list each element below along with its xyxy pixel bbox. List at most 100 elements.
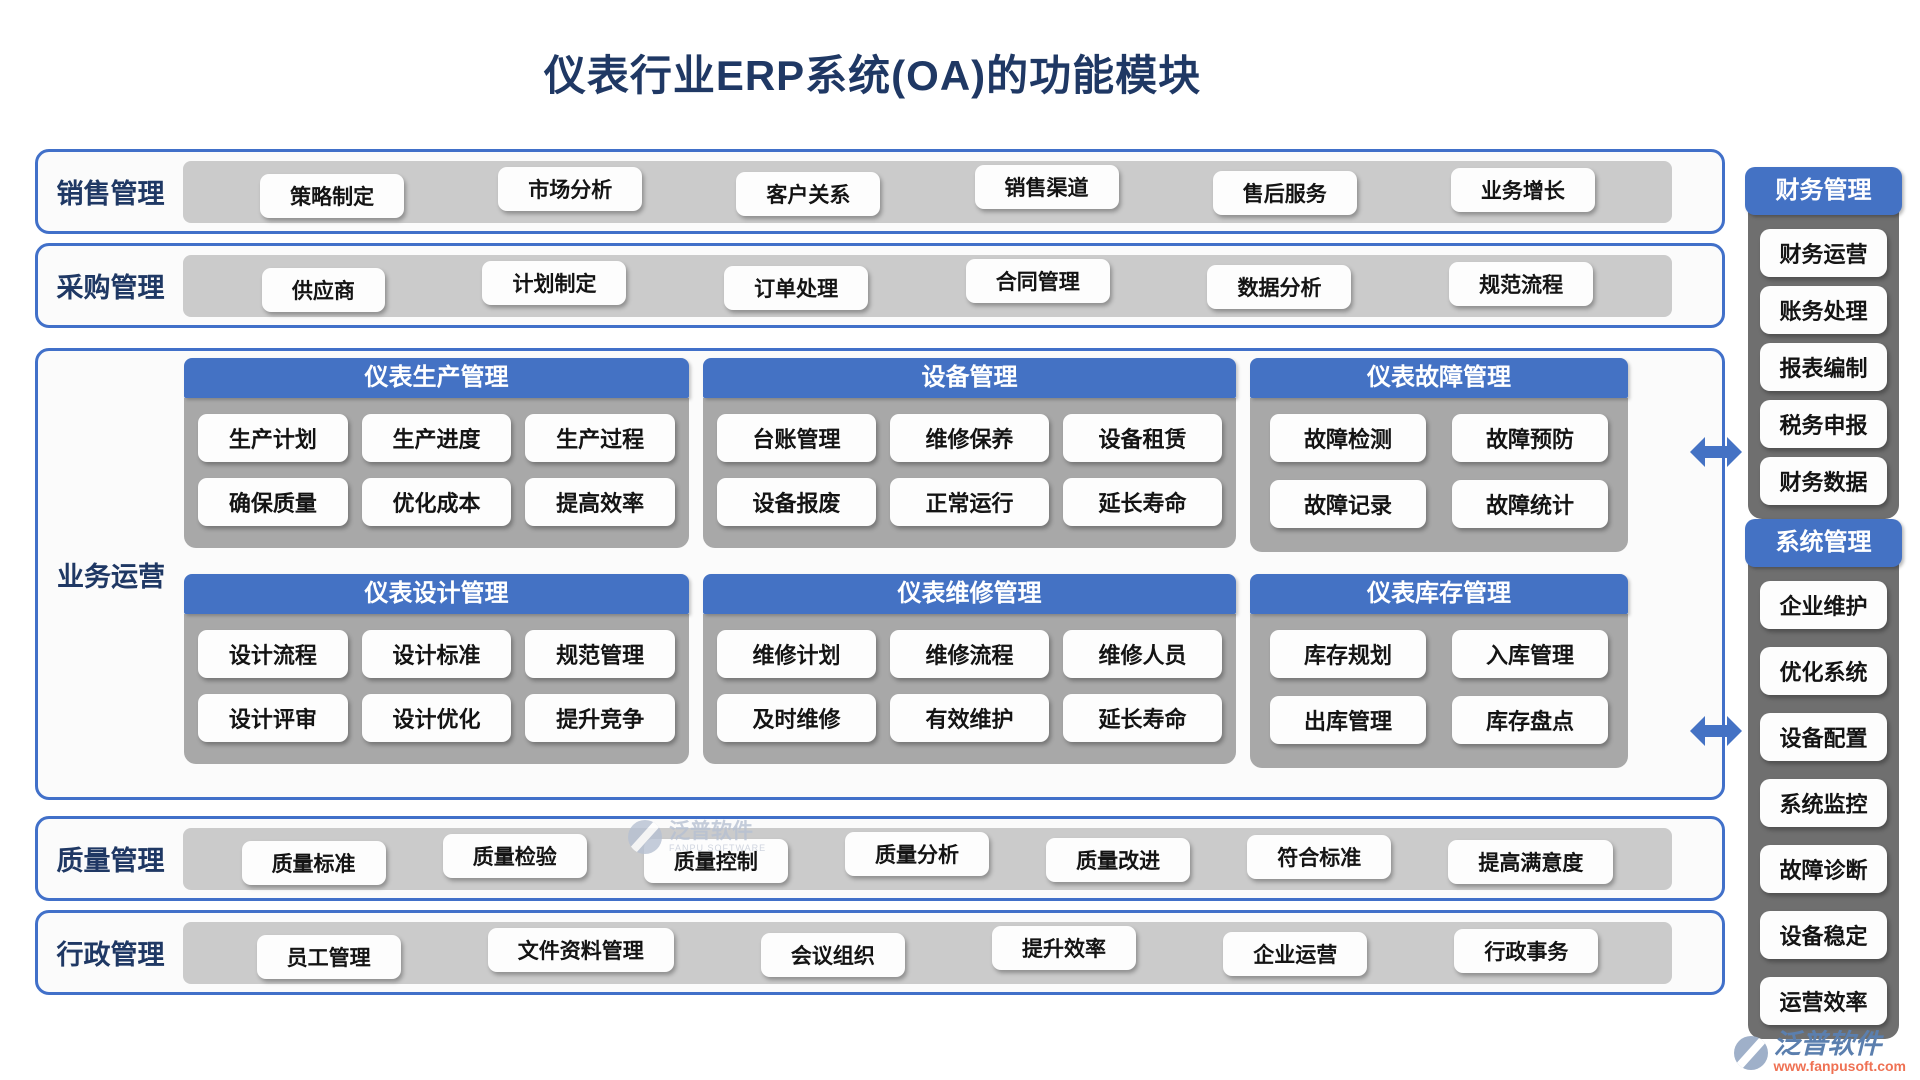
module-header: 仪表库存管理	[1250, 574, 1628, 614]
module-item: 提升效率	[992, 925, 1137, 970]
equipment-management-module: 设备管理 台账管理维修保养设备租赁设备报废正常运行延长寿命	[703, 358, 1236, 552]
module-item: 设备报废	[717, 478, 876, 526]
module-item: 运营效率	[1760, 977, 1887, 1025]
module-item: 设计流程	[198, 630, 348, 678]
module-item: 生产过程	[525, 414, 675, 462]
module-item: 供应商	[261, 267, 385, 312]
module-header: 仪表生产管理	[184, 358, 689, 398]
module-item: 提升竞争	[525, 694, 675, 742]
system-management-panel: 系统管理 企业维护优化系统设备配置系统监控故障诊断设备稳定运营效率	[1745, 519, 1902, 1039]
module-item: 行政事务	[1454, 928, 1599, 973]
module-item: 会议组织	[760, 932, 905, 977]
brand-name: 泛普软件	[1773, 1029, 1882, 1059]
module-item: 生产计划	[198, 414, 348, 462]
module-item: 质量分析	[844, 831, 989, 876]
admin-management-label: 行政管理	[56, 940, 165, 970]
module-item: 维修流程	[890, 630, 1049, 678]
module-item: 计划制定	[482, 260, 627, 305]
module-item: 延长寿命	[1063, 478, 1222, 526]
panel-body: 财务运营账务处理报表编制税务申报财务数据	[1748, 207, 1899, 519]
procurement-items-strip: 供应商计划制定订单处理合同管理数据分析规范流程	[183, 254, 1672, 317]
module-item: 订单处理	[724, 265, 869, 310]
module-item: 及时维修	[717, 694, 876, 742]
module-item: 维修计划	[717, 630, 876, 678]
brand-footer: 泛普软件 www.fanpusoft.com	[1733, 1029, 1906, 1074]
module-item: 故障预防	[1452, 414, 1608, 462]
module-item: 库存盘点	[1452, 696, 1608, 744]
production-management-module: 仪表生产管理 生产计划生产进度生产过程确保质量优化成本提高效率	[184, 358, 689, 552]
admin-items-strip: 员工管理文件资料管理会议组织提升效率企业运营行政事务	[183, 921, 1672, 984]
module-item: 销售渠道	[974, 164, 1119, 209]
module-item: 税务申报	[1760, 400, 1887, 448]
panel-header: 财务管理	[1745, 167, 1902, 215]
module-item: 出库管理	[1270, 696, 1426, 744]
module-item: 生产进度	[361, 414, 512, 462]
module-item: 故障诊断	[1760, 845, 1887, 893]
module-body: 故障检测故障预防故障记录故障统计	[1250, 398, 1628, 552]
module-item: 提高满意度	[1448, 839, 1614, 884]
double-arrow-icon	[1690, 716, 1742, 746]
module-item: 企业维护	[1760, 581, 1887, 629]
module-item: 延长寿命	[1063, 694, 1222, 742]
quality-management-row: 质量管理 质量标准质量检验质量控制质量分析质量改进符合标准提高满意度	[35, 816, 1725, 901]
sales-management-label: 销售管理	[56, 179, 165, 209]
module-item: 库存规划	[1270, 630, 1426, 678]
module-item: 规范流程	[1449, 261, 1594, 306]
module-item: 优化成本	[361, 478, 512, 526]
module-item: 文件资料管理	[487, 927, 674, 972]
module-item: 故障检测	[1270, 414, 1426, 462]
repair-management-module: 仪表维修管理 维修计划维修流程维修人员及时维修有效维护延长寿命	[703, 574, 1236, 768]
panel-header: 系统管理	[1745, 519, 1902, 567]
module-header: 仪表维修管理	[703, 574, 1236, 614]
module-item: 业务增长	[1450, 167, 1595, 212]
module-header: 设备管理	[703, 358, 1236, 398]
module-body: 台账管理维修保养设备租赁设备报废正常运行延长寿命	[703, 398, 1236, 548]
module-item: 优化系统	[1760, 647, 1887, 695]
business-operations-label: 业务运营	[57, 561, 165, 592]
module-item: 账务处理	[1760, 286, 1887, 334]
admin-management-row: 行政管理 员工管理文件资料管理会议组织提升效率企业运营行政事务	[35, 910, 1725, 995]
procurement-management-label: 采购管理	[56, 273, 165, 303]
module-item: 确保质量	[198, 478, 348, 526]
quality-items-strip: 质量标准质量检验质量控制质量分析质量改进符合标准提高满意度	[183, 827, 1672, 890]
module-item: 入库管理	[1452, 630, 1608, 678]
module-item: 设计评审	[198, 694, 348, 742]
module-item: 系统监控	[1760, 779, 1887, 827]
module-item: 质量标准	[241, 840, 386, 885]
module-item: 故障记录	[1270, 480, 1426, 528]
module-body: 设计流程设计标准规范管理设计评审设计优化提升竞争	[184, 614, 689, 764]
module-item: 设计优化	[361, 694, 512, 742]
module-item: 财务运营	[1760, 229, 1887, 277]
module-item: 维修保养	[890, 414, 1049, 462]
business-operations-box: 业务运营 仪表生产管理 生产计划生产进度生产过程确保质量优化成本提高效率 设备管…	[35, 348, 1725, 800]
module-item: 合同管理	[965, 258, 1110, 303]
module-item: 员工管理	[256, 934, 401, 979]
module-item: 质量控制	[643, 838, 788, 883]
module-item: 规范管理	[525, 630, 675, 678]
operations-modules-grid: 仪表生产管理 生产计划生产进度生产过程确保质量优化成本提高效率 设备管理 台账管…	[184, 358, 1628, 797]
fanpu-logo-icon	[1733, 1035, 1768, 1070]
fault-management-module: 仪表故障管理 故障检测故障预防故障记录故障统计	[1250, 358, 1628, 552]
module-item: 质量检验	[442, 833, 587, 878]
finance-management-panel: 财务管理 财务运营账务处理报表编制税务申报财务数据	[1745, 167, 1902, 519]
module-item: 市场分析	[498, 166, 643, 211]
module-item: 设备配置	[1760, 713, 1887, 761]
double-arrow-icon	[1690, 437, 1742, 467]
brand-url: www.fanpusoft.com	[1773, 1058, 1906, 1074]
module-header: 仪表设计管理	[184, 574, 689, 614]
module-header: 仪表故障管理	[1250, 358, 1628, 398]
module-item: 报表编制	[1760, 343, 1887, 391]
module-body: 维修计划维修流程维修人员及时维修有效维护延长寿命	[703, 614, 1236, 764]
panel-body: 企业维护优化系统设备配置系统监控故障诊断设备稳定运营效率	[1748, 559, 1899, 1039]
module-item: 设备稳定	[1760, 911, 1887, 959]
module-item: 维修人员	[1063, 630, 1222, 678]
module-item: 故障统计	[1452, 480, 1608, 528]
page-title: 仪表行业ERP系统(OA)的功能模块	[543, 52, 1202, 99]
design-management-module: 仪表设计管理 设计流程设计标准规范管理设计评审设计优化提升竞争	[184, 574, 689, 768]
module-item: 提高效率	[525, 478, 675, 526]
sales-management-row: 销售管理 策略制定市场分析客户关系销售渠道售后服务业务增长	[35, 149, 1725, 234]
module-item: 售后服务	[1212, 170, 1357, 215]
inventory-management-module: 仪表库存管理 库存规划入库管理出库管理库存盘点	[1250, 574, 1628, 768]
quality-management-label: 质量管理	[56, 846, 165, 876]
